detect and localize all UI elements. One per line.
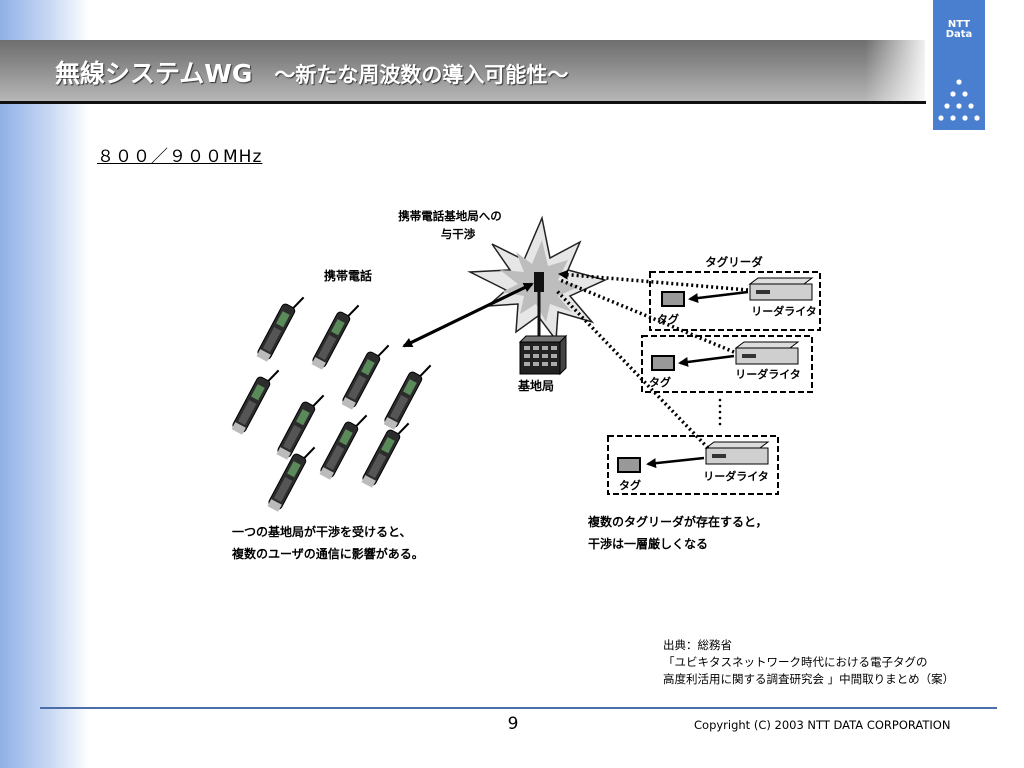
mobile-phone-icon (381, 357, 432, 432)
title-bar-fade (865, 40, 925, 102)
mobile-phones-cluster (229, 289, 432, 514)
reader-writer-icon (748, 277, 814, 301)
caption-right-line-2: 干渉は一層厳しくなる (588, 536, 708, 551)
tag-reader-group-3: タグ リーダライタ (607, 435, 779, 495)
tag-label: タグ (619, 478, 641, 492)
logo-line-2: Data (945, 29, 973, 40)
tag-reader-group-2: タグ リーダライタ (641, 335, 813, 393)
mobile-phone-icon (309, 297, 360, 372)
phones-label: 携帯電話 (324, 268, 372, 283)
page-number: 9 (507, 714, 519, 734)
reader-writer-icon (734, 341, 800, 365)
reader-writer-label: リーダライタ (751, 304, 817, 318)
caption-left-line-1: 一つの基地局が干渉を受けると、 (232, 524, 412, 539)
antenna-icon (534, 272, 544, 338)
tag-reader-label: タグリーダ (705, 255, 763, 269)
caption-left-line-2: 複数のユーザの通信に影響がある。 (231, 546, 424, 561)
caption-right-line-1: 複数のタグリーダが存在すると， (587, 514, 768, 529)
mobile-phone-icon (339, 337, 390, 412)
tag-reader-group-1: タグ リーダライタ (649, 271, 821, 331)
tag-label: タグ (657, 312, 679, 326)
mobile-phone-icon (274, 387, 325, 462)
frequency-heading: ８００／９００MHz (97, 147, 263, 167)
reader-writer-label: リーダライタ (703, 469, 769, 483)
slide-title: 無線システムWG ～新たな周波数の導入可能性～ (55, 54, 568, 90)
more-readers-ellipsis (718, 398, 722, 426)
reader-writer-label: リーダライタ (735, 367, 801, 381)
slide-title-main: 無線システムWG (55, 59, 253, 88)
slide-title-sub: ～新たな周波数の導入可能性～ (274, 63, 569, 87)
tag-icon (617, 457, 641, 473)
mobile-phone-icon (229, 362, 280, 437)
left-gradient-decoration (0, 0, 90, 768)
phone-link-arrow-reverse (402, 282, 533, 348)
tag-icon (651, 355, 675, 371)
mobile-phone-icon (359, 415, 410, 490)
mobile-phone-icon (317, 407, 368, 482)
tag-label: タグ (649, 375, 671, 389)
base-station-label: 基地局 (517, 378, 554, 393)
title-underline (0, 101, 926, 104)
interference-label-2: 与干渉 (441, 227, 476, 241)
reader-writer-icon (704, 441, 770, 465)
logo-dots-icon (938, 79, 980, 121)
source-line-3: 高度利活用に関する調査研究会 」中間取りまとめ（案） (663, 672, 955, 686)
ntt-data-logo: NTT Data (933, 0, 985, 130)
source-citation: 出典：総務省 「ユビキタスネットワーク時代における電子タグの 高度利活用に関する… (663, 637, 954, 688)
source-line-1: 出典：総務省 (663, 638, 732, 652)
copyright-notice: Copyright (C) 2003 NTT DATA CORPORATION (694, 718, 951, 732)
base-station-icon (518, 334, 568, 376)
tag-icon (661, 291, 685, 307)
logo-line-1: NTT (947, 19, 971, 30)
interference-arrows (554, 269, 749, 450)
logo-wordmark: NTT Data (933, 20, 985, 40)
interference-diagram: 携帯電話基地局への 与干渉 基地局 携帯電話 タグリーダ (229, 209, 821, 561)
footer-divider (40, 707, 997, 709)
interference-label-1: 携帯電話基地局への (398, 209, 502, 223)
source-line-2: 「ユビキタスネットワーク時代における電子タグの (663, 655, 928, 669)
mobile-phone-icon (254, 289, 305, 364)
title-bar: 無線システムWG ～新たな周波数の導入可能性～ (0, 40, 925, 102)
